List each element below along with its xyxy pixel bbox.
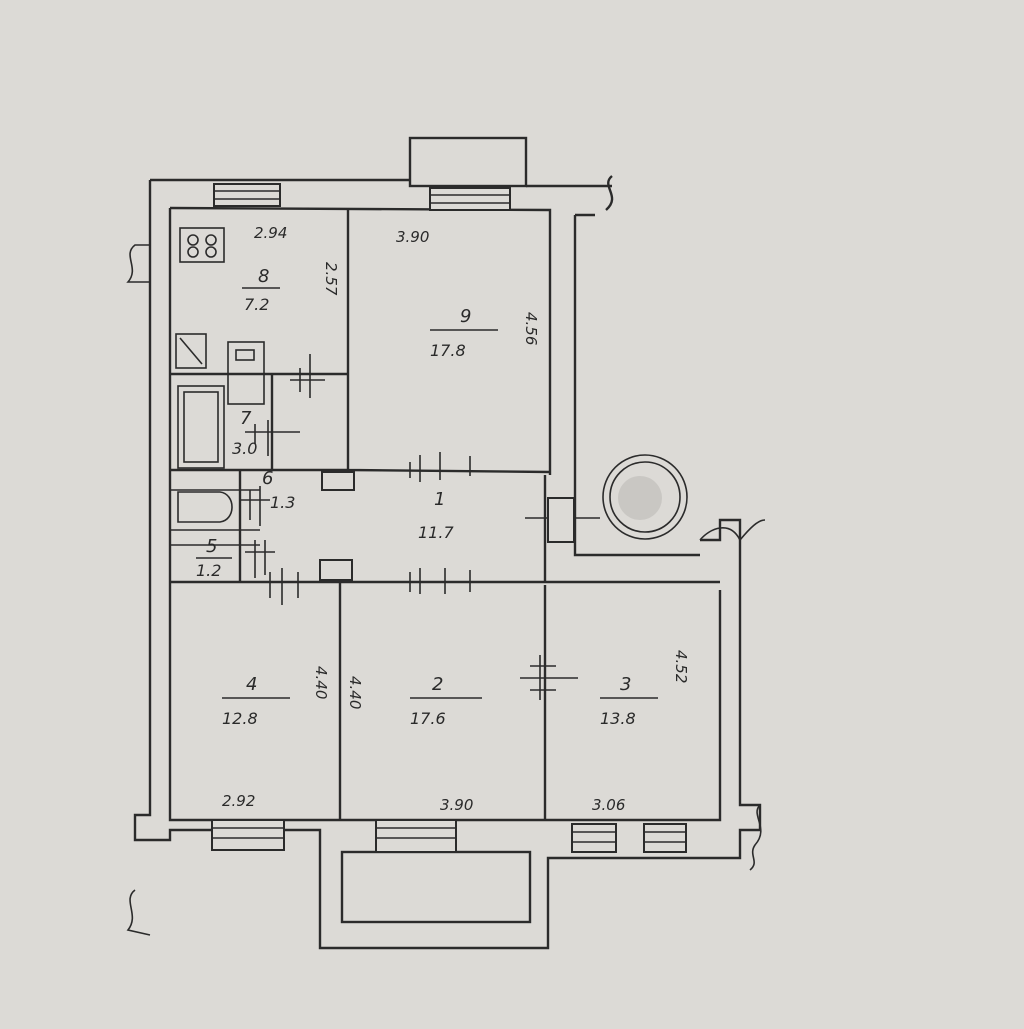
- bathtub-icon: [177, 385, 225, 469]
- dim-kitchen-depth: 2.57: [322, 262, 340, 296]
- room-7-area: 3.0: [232, 439, 257, 458]
- door-marks: [240, 354, 600, 700]
- toilet-icon: [227, 341, 265, 405]
- blur-stamp: [618, 476, 662, 520]
- dimension-labels: 2.94 3.90 2.92 3.90 3.06 2.57 4.56 4.40 …: [222, 224, 690, 814]
- washbasin-icon: [177, 491, 233, 523]
- dim-bottom-left: 2.92: [222, 792, 255, 810]
- sink-icon: [175, 333, 207, 369]
- room-9-area: 17.8: [430, 341, 466, 360]
- dim-bottom-mid: 3.90: [440, 796, 473, 814]
- room-7-number: 7: [240, 408, 252, 429]
- room-2-area: 17.6: [410, 709, 446, 728]
- room-8-area: 7.2: [244, 295, 269, 314]
- room-2-number: 2: [432, 674, 443, 695]
- fixtures: [175, 227, 688, 540]
- room-3-area: 13.8: [600, 709, 636, 728]
- dim-room4-depth: 4.40: [312, 666, 330, 699]
- room-9-number: 9: [460, 306, 471, 327]
- room-6-area: 1.3: [270, 493, 295, 512]
- dim-room2-depth: 4.40: [346, 676, 364, 709]
- interior-walls: [170, 210, 720, 820]
- room-4-number: 4: [246, 674, 257, 695]
- room-3-number: 3: [620, 674, 631, 695]
- dim-room9-depth: 4.56: [522, 312, 540, 345]
- room-1-area: 11.7: [418, 523, 454, 542]
- dim-bottom-right: 3.06: [592, 796, 625, 814]
- dim-top-left: 2.94: [254, 224, 287, 242]
- room-1-number: 1: [434, 489, 445, 510]
- stove-icon: [179, 227, 225, 263]
- dim-room3-depth: 4.52: [672, 650, 690, 683]
- room-labels: 8 7.2 9 17.8 7 3.0 6 1.3 1 11.7 5 1.2 4 …: [196, 266, 658, 728]
- room-5-number: 5: [206, 536, 217, 557]
- stairwell-circle: [602, 454, 688, 540]
- balcony-top: [408, 136, 528, 188]
- room-8-number: 8: [258, 266, 269, 287]
- windows: [211, 183, 687, 853]
- dim-top-right: 3.90: [396, 228, 429, 246]
- room-4-area: 12.8: [222, 709, 258, 728]
- room-5-area: 1.2: [196, 561, 221, 580]
- room-6-number: 6: [262, 468, 273, 489]
